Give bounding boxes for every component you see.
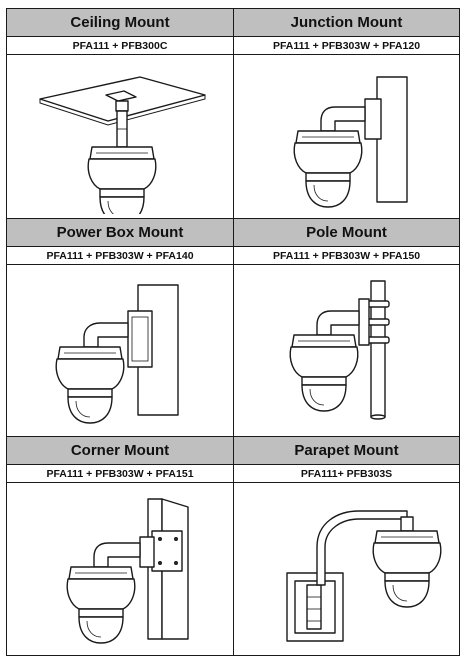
power-box-mount-camera-icon: [55, 283, 179, 424]
power-box-mount-model: PFA111 + PFB303W + PFA140: [6, 246, 234, 265]
pole-mount-camera-icon: [289, 279, 390, 420]
mount-accessories-table: Ceiling Mount Junction Mount PFA111 + PF…: [6, 8, 460, 656]
parapet-mount-model: PFA111+ PFB303S: [233, 464, 460, 483]
parapet-mount-camera-icon: [285, 510, 441, 642]
mount-accessories-sheet: Ceiling Mount Junction Mount PFA111 + PF…: [6, 8, 460, 658]
power-box-mount-illustration: [6, 264, 234, 437]
corner-mount-title: Corner Mount: [6, 436, 234, 465]
parapet-mount-illustration: [233, 482, 460, 656]
pole-mount-model: PFA111 + PFB303W + PFA150: [233, 246, 460, 265]
pole-mount-illustration: [233, 264, 460, 437]
corner-mount-camera-icon: [66, 498, 189, 644]
junction-mount-title: Junction Mount: [233, 8, 460, 37]
junction-mount-illustration: [233, 54, 460, 219]
ceiling-mount-model: PFA111 + PFB300C: [6, 36, 234, 55]
junction-mount-model: PFA111 + PFB303W + PFA120: [233, 36, 460, 55]
ceiling-mount-camera-icon: [39, 76, 206, 214]
corner-mount-illustration: [6, 482, 234, 656]
parapet-mount-title: Parapet Mount: [233, 436, 460, 465]
ceiling-mount-illustration: [6, 54, 234, 219]
corner-mount-model: PFA111 + PFB303W + PFA151: [6, 464, 234, 483]
power-box-mount-title: Power Box Mount: [6, 218, 234, 247]
pole-mount-title: Pole Mount: [233, 218, 460, 247]
ceiling-mount-title: Ceiling Mount: [6, 8, 234, 37]
junction-mount-camera-icon: [293, 76, 408, 208]
